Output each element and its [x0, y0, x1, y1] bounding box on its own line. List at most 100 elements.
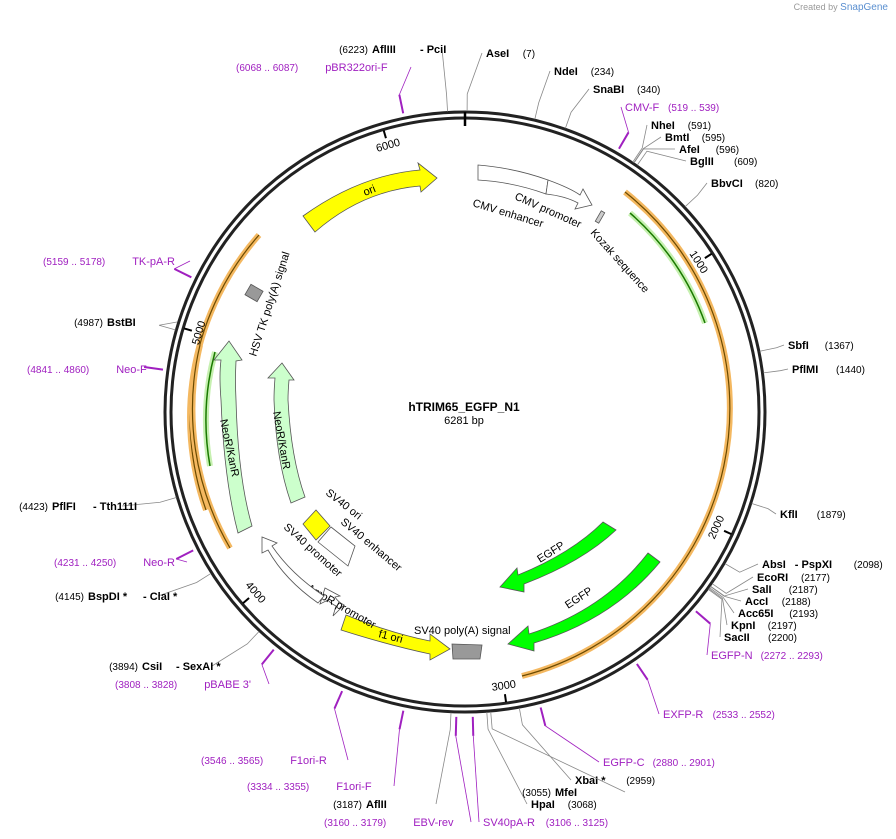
enzyme-leader — [763, 368, 789, 374]
enzyme-site[interactable]: (3187)AflII — [333, 799, 387, 811]
snapgene-brand: Created by SnapGene — [793, 2, 888, 13]
enzyme-site[interactable]: (4987)BstBI — [74, 317, 136, 329]
primer-sites: (6068 .. 6087)pBR322ori-F CMV-F(519 .. 53… — [27, 62, 823, 829]
primer-position: (4231 .. 4250) — [54, 558, 116, 569]
snapgene-logo: SnapGene — [840, 2, 888, 13]
enzyme-site[interactable]: BbvCI(820) — [711, 178, 778, 190]
primer-position: (3546 .. 3565) — [201, 756, 263, 767]
primer-site[interactable]: (6068 .. 6087)pBR322ori-F — [236, 62, 388, 74]
feature-egfp-1[interactable] — [499, 521, 617, 593]
primer-site[interactable]: (4231 .. 4250)Neo-R — [54, 557, 175, 569]
enzyme-position: (596) — [716, 145, 739, 156]
primer-site[interactable]: CMV-F(519 .. 539) — [625, 102, 719, 114]
primer-leader — [393, 729, 400, 787]
feature-cmv-enhancer[interactable] — [477, 164, 549, 195]
primer-site[interactable]: EGFP-N(2272 .. 2293) — [711, 650, 823, 662]
feature-sv40-polya[interactable] — [451, 643, 483, 660]
primer-site[interactable]: (3160 .. 3179)EBV-rev — [324, 817, 454, 829]
feature-sv40-enhancer[interactable] — [317, 526, 356, 567]
primer-site[interactable]: EXFP-R(2533 .. 2552) — [663, 709, 775, 721]
enzyme-position: (1440) — [836, 365, 865, 376]
enzyme-site[interactable]: SbfI(1367) — [788, 340, 854, 352]
feature-kozak[interactable] — [594, 210, 606, 224]
primer-mark — [454, 716, 458, 736]
enzyme-site[interactable]: SacII(2200) — [724, 632, 797, 644]
enzyme-site[interactable]: BglII(609) — [690, 156, 757, 168]
enzyme-position: (2193) — [789, 609, 818, 620]
enzyme-site[interactable]: BmtI(595) — [665, 132, 725, 144]
enzyme-site[interactable]: (3055)MfeI — [522, 787, 577, 799]
enzyme-site[interactable]: (3894)CsiI- SexAI * — [109, 661, 221, 673]
primer-site[interactable]: (3334 .. 3355)F1ori-F — [247, 781, 372, 793]
ruler-tick-label: 6000 — [375, 137, 402, 155]
primer-site[interactable]: (3546 .. 3565)F1ori-R — [201, 755, 327, 767]
enzyme-site[interactable]: NdeI(234) — [554, 66, 614, 78]
primer-leader — [398, 66, 412, 95]
enzyme-leader — [565, 88, 590, 129]
feature-sv40-ori[interactable] — [302, 509, 331, 541]
enzyme-site[interactable]: AccI(2188) — [745, 596, 811, 608]
feature-ori[interactable] — [302, 161, 438, 233]
enzyme-leader — [724, 563, 759, 573]
feature-neor-kanr-1[interactable] — [213, 340, 253, 534]
ruler-tick — [704, 252, 713, 259]
feature-ampr-promoter[interactable] — [319, 587, 345, 617]
primer-mark — [636, 663, 649, 681]
enzyme-site[interactable]: (4145)BspDI *- ClaI * — [55, 591, 178, 603]
enzyme-position: (3894) — [109, 662, 138, 673]
enzyme-leader — [632, 124, 648, 163]
primer-site[interactable]: (3808 .. 3828)pBABE 3' — [115, 679, 251, 691]
primer-position: (2880 .. 2901) — [653, 758, 715, 769]
primer-position: (3106 .. 3125) — [546, 818, 608, 829]
enzyme-site[interactable]: XbaI *(2959) — [575, 775, 655, 787]
primer-position: (3334 .. 3355) — [247, 782, 309, 793]
cds-arc-left-line — [205, 351, 216, 467]
primer-position: (3808 .. 3828) — [115, 680, 177, 691]
feature-f1-ori[interactable] — [340, 614, 451, 661]
primer-mark — [173, 268, 192, 279]
enzyme-leader — [490, 711, 626, 793]
enzyme-name: HpaI — [531, 799, 555, 811]
enzyme-site[interactable]: AbsI- PspXI(2098) — [762, 559, 883, 571]
enzyme-site[interactable]: (6223)AflIII- PciI — [339, 44, 446, 56]
enzyme-name: BbvCI — [711, 178, 743, 190]
feature-egfp-2[interactable] — [507, 552, 661, 652]
primer-position: (2272 .. 2293) — [761, 651, 823, 662]
enzyme-site[interactable]: Acc65I (2193) — [738, 608, 818, 620]
enzyme-position: (2188) — [782, 597, 811, 608]
plasmid-name: hTRIM65_EGFP_N1 — [408, 400, 520, 414]
enzyme-name: NdeI — [554, 66, 578, 78]
primer-site[interactable]: (4841 .. 4860)Neo-F — [27, 364, 147, 376]
enzyme-site[interactable]: AseI(7) — [486, 48, 535, 60]
primer-site[interactable]: (5159 .. 5178)TK-pA-R — [43, 256, 175, 268]
enzyme-name: SbfI — [788, 340, 809, 352]
feature-cmv-promoter[interactable] — [545, 179, 593, 210]
enzyme-site[interactable]: PflMI(1440) — [792, 364, 865, 376]
enzyme-site[interactable]: NheI(591) — [651, 120, 711, 132]
enzyme-name: BstBI — [107, 317, 136, 329]
ruler-tick — [723, 529, 732, 536]
enzyme-site[interactable]: (4423)PflFI- Tth111I — [19, 501, 137, 513]
enzyme-site[interactable]: HpaI(3068) — [531, 799, 597, 811]
feature-hsv-tk-polya[interactable] — [244, 283, 264, 303]
enzyme-isoschizomer: - ClaI * — [143, 591, 178, 603]
feature-sv40-promoter[interactable] — [261, 536, 325, 604]
primer-site[interactable]: EGFP-C(2880 .. 2901) — [603, 757, 715, 769]
enzyme-leader — [636, 150, 687, 166]
enzyme-site[interactable]: KflI(1879) — [780, 509, 846, 521]
enzyme-leader — [211, 631, 260, 667]
enzyme-leader — [486, 712, 528, 805]
enzyme-site[interactable]: AfeI(596) — [679, 144, 739, 156]
enzyme-name: Acc65I — [738, 608, 773, 620]
enzyme-site[interactable]: EcoRI(2177) — [757, 572, 830, 584]
enzyme-position: (595) — [702, 133, 725, 144]
primer-name: EXFP-R — [663, 709, 703, 721]
enzyme-site[interactable]: SnaBI(340) — [593, 84, 660, 96]
enzyme-leader — [518, 707, 572, 781]
ruler-tick — [242, 597, 250, 604]
primer-site[interactable]: SV40pA-R(3106 .. 3125) — [483, 817, 608, 829]
enzyme-isoschizomer: - Tth111I — [93, 501, 137, 513]
enzyme-site[interactable]: KpnI(2197) — [731, 620, 797, 632]
enzyme-site[interactable]: SalI(2187) — [752, 584, 818, 596]
feature-neor-kanr-2[interactable] — [267, 362, 306, 504]
